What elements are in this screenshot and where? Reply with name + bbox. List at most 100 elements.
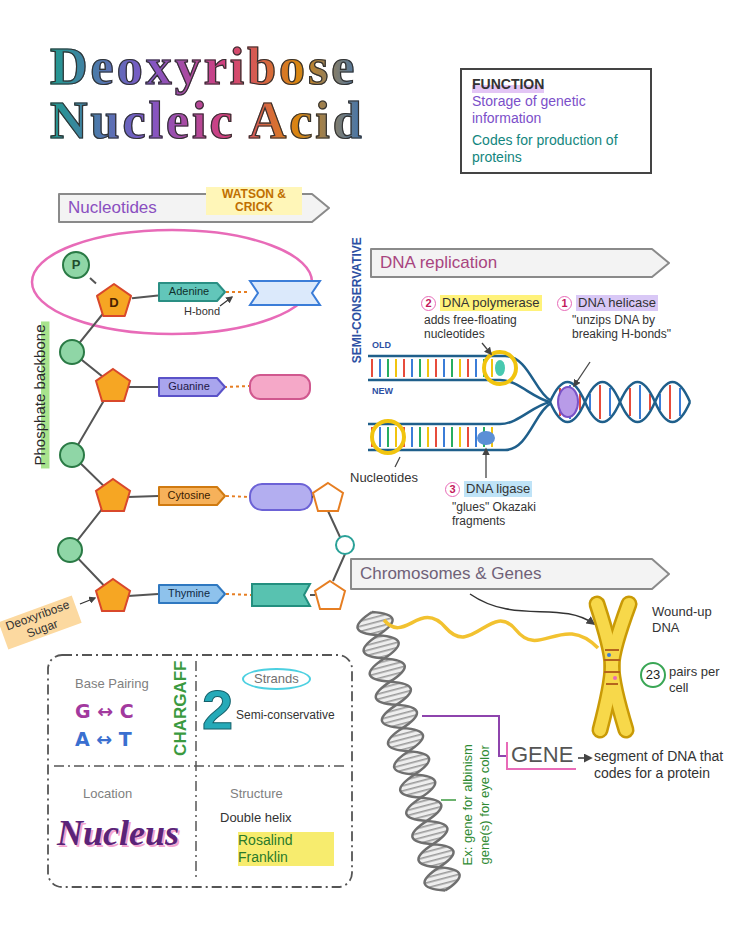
- hydrogen-bond: [224, 292, 252, 595]
- phosphate-circle: [336, 536, 354, 554]
- cell-value: Nucleus: [57, 812, 179, 855]
- function-box: FUNCTIONStorage of genetic informationCo…: [460, 68, 652, 174]
- enzyme-name: DNA helicase: [576, 295, 658, 311]
- shape-letter: D: [109, 295, 118, 311]
- chromosome-dot: [613, 676, 617, 680]
- polymerase-ring: [484, 352, 516, 384]
- unwound-dna: [384, 618, 598, 648]
- definition-text: segment of DNA that codes for a protein: [594, 748, 726, 782]
- leader-arrow: [578, 757, 591, 759]
- phosphate-circle: P: [62, 251, 90, 279]
- connector-line: [90, 278, 96, 284]
- box-text: Storage of genetic information: [472, 93, 640, 127]
- helicase-enzyme: [558, 387, 578, 417]
- count-number: 23: [640, 662, 666, 688]
- info-cell: Strands2Semi-conservative: [198, 662, 346, 742]
- shape-outline: [159, 585, 225, 603]
- polymerase-ring: [372, 421, 404, 453]
- summary-box: [48, 655, 352, 887]
- base-name: Thymine: [168, 587, 210, 600]
- summary-divider: [54, 661, 346, 881]
- box-text: Codes for production of proteins: [472, 132, 640, 166]
- connector-line: [132, 295, 158, 298]
- strand-label: NEW: [372, 386, 393, 397]
- cell-text: Double helix: [220, 810, 292, 826]
- section-heading: DNA replication: [380, 253, 497, 273]
- callout-number: 3: [445, 482, 460, 497]
- callout-number: 1: [557, 296, 572, 311]
- base-rung: [396, 359, 492, 447]
- part-label: Deoxyribose Sugar: [0, 596, 82, 650]
- sugar-pentagon: [313, 483, 343, 511]
- base-box: Guanine: [158, 377, 226, 397]
- base-name: Cytosine: [168, 489, 211, 502]
- base-box: Thymine: [158, 584, 226, 604]
- info-cell: StructureDouble helix: [200, 772, 340, 828]
- leader-line: [395, 457, 400, 467]
- polymerase-enzyme: [495, 360, 505, 376]
- term-label: GENE: [506, 742, 576, 770]
- leader-arrow: [574, 362, 590, 386]
- example-note: gene(s) for eye color: [477, 745, 493, 864]
- shape-outline: [351, 559, 669, 589]
- page-title: Deoxyribose Nucleic Acid: [50, 40, 450, 148]
- sugar-pentagon: [96, 579, 130, 611]
- info-cell: LocationNucleus: [55, 772, 190, 862]
- scientist-name: CHARGAFF: [171, 661, 191, 756]
- shape-outline: [371, 249, 669, 277]
- shape-outline: [159, 283, 225, 301]
- section-banner: Chromosomes & Genes: [350, 558, 670, 590]
- scientist-name: Rosalind Franklin: [238, 832, 334, 866]
- example-note: Ex: gene for albinism: [460, 744, 476, 865]
- leader-arrow: [220, 297, 232, 306]
- phosphate-circle: [58, 538, 82, 562]
- complement-base: [250, 281, 320, 305]
- leader-arrow: [470, 594, 594, 624]
- phosphate-circle: [60, 340, 84, 364]
- enzyme-note: adds free-floating nucleotides: [424, 313, 544, 342]
- author-note: WATSON & CRICK: [206, 187, 302, 215]
- callout-number: 2: [421, 296, 436, 311]
- dna-strand: [368, 356, 550, 400]
- base-name: Guanine: [168, 380, 210, 393]
- ligase-enzyme: [477, 431, 495, 445]
- enzyme-name: DNA ligase: [464, 481, 532, 497]
- chromatid: [612, 604, 629, 730]
- sugar-pentagon: [315, 581, 345, 609]
- leader-line: [441, 799, 456, 801]
- complement-base: [250, 375, 310, 399]
- sugar-pentagon: D: [96, 283, 132, 317]
- shape-outline: [159, 487, 225, 505]
- sugar-pentagon: [96, 369, 130, 401]
- cell-heading: Structure: [230, 786, 283, 802]
- info-cell: Base PairingG ↔ CA ↔ T: [55, 662, 165, 754]
- helix-body: [355, 607, 463, 895]
- enzyme-note: "unzips DNA by breaking H-bonds": [572, 313, 684, 342]
- cell-heading: Strands: [242, 668, 311, 690]
- box-heading: FUNCTION: [472, 76, 544, 93]
- complement-base: [250, 484, 312, 510]
- chromatid: [612, 604, 629, 730]
- dna-strand: [368, 404, 550, 450]
- enzyme-name: DNA polymerase: [440, 295, 542, 311]
- base-box: Adenine: [158, 282, 226, 302]
- base-box: Cytosine: [158, 486, 226, 506]
- shape-outline: [63, 252, 89, 278]
- shape-outline: [97, 284, 131, 316]
- part-label: Nucleotides: [350, 470, 418, 486]
- bond-label: H-bond: [184, 305, 220, 318]
- dna-strand: [368, 380, 550, 402]
- shape-letter: P: [72, 257, 81, 273]
- sugar-base-link: [128, 387, 158, 596]
- dna-strand: [550, 382, 690, 422]
- double-helix: [355, 607, 463, 895]
- strand-label: OLD: [372, 340, 391, 351]
- strand-count: 2: [202, 682, 233, 738]
- base-pair: G ↔ C: [75, 700, 134, 723]
- enzyme-note: "glues" Okazaki fragments: [452, 500, 564, 529]
- base-name: Adenine: [169, 285, 209, 298]
- cell-heading: Base Pairing: [75, 676, 149, 692]
- chromosome-band: [604, 650, 620, 684]
- side-note: SEMI-CONSERVATIVE: [350, 237, 364, 363]
